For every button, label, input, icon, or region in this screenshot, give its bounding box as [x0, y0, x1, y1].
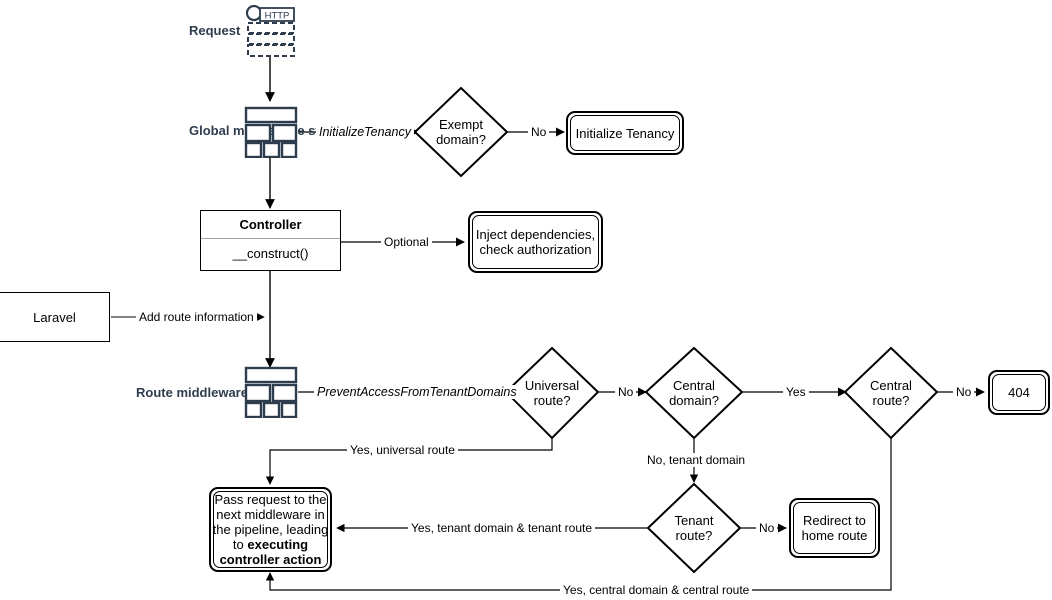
inject-dependencies-line1: Inject dependencies, — [475, 227, 596, 242]
edge-label-yes-central-domain-central-route: Yes, central domain & central route — [560, 583, 753, 597]
universal-route-line2: route? — [533, 393, 571, 408]
node-controller[interactable]: Controller __construct() — [200, 210, 341, 271]
lane-label-request: Request — [189, 23, 241, 38]
initialize-tenancy-label: Initialize Tenancy — [575, 125, 675, 141]
central-route-diamond-outline — [843, 346, 939, 440]
edge-label-tenant-route-no: No — [756, 521, 778, 535]
decision-central-route-label: Central route? — [845, 348, 937, 438]
decision-exempt-domain[interactable]: Exempt domain? — [415, 88, 507, 176]
exempt-domain-line1: Exempt — [438, 117, 484, 132]
exempt-domain-line2: domain? — [436, 132, 486, 147]
decision-exempt-domain-label: Exempt domain? — [415, 88, 507, 176]
decision-tenant-route[interactable]: Tenant route? — [648, 484, 740, 572]
tenant-route-line2: route? — [675, 528, 713, 543]
decision-central-domain[interactable]: Central domain? — [646, 348, 742, 438]
edge-label-yes-universal-route: Yes, universal route — [347, 443, 458, 457]
pass-request-line1: Pass request to the — [214, 492, 327, 507]
central-domain-line1: Central — [673, 378, 715, 393]
node-laravel[interactable]: Laravel — [0, 292, 110, 342]
edge-label-yes-tenant-domain-tenant-route: Yes, tenant domain & tenant route — [408, 521, 596, 535]
edge-label-no-tenant-domain: No, tenant domain — [644, 453, 749, 467]
node-initialize-tenancy[interactable]: Initialize Tenancy — [566, 111, 684, 155]
inject-dependencies-line2: check authorization — [479, 242, 592, 257]
decision-universal-route-label: Universal route? — [506, 348, 598, 438]
node-pass-request[interactable]: Pass request to the next middleware in t… — [209, 487, 332, 572]
tenant-route-line1: Tenant — [674, 513, 714, 528]
pass-request-line4: to executing — [213, 537, 329, 552]
redirect-home-line1: Redirect to — [803, 513, 866, 528]
edge-label-exempt-domain-no: No — [528, 125, 550, 139]
decision-central-domain-label: Central domain? — [646, 348, 742, 438]
central-domain-diamond-outline — [644, 346, 744, 440]
laravel-label: Laravel — [33, 309, 76, 325]
http-request-icon: HTTP — [245, 4, 296, 57]
edge-label-initialize-tenancy-middleware: InitializeTenancy — [316, 125, 414, 139]
central-route-line2: route? — [872, 393, 910, 408]
edge-label-central-domain-yes: Yes — [783, 385, 809, 399]
edge-label-optional: Optional — [381, 235, 432, 249]
not-found-label: 404 — [1008, 385, 1030, 400]
node-redirect-home[interactable]: Redirect to home route — [789, 498, 880, 558]
controller-title: Controller — [201, 211, 340, 239]
edge-label-universal-route-no: No — [615, 385, 637, 399]
redirect-home-line2: home route — [801, 528, 868, 543]
tenant-route-diamond-outline — [646, 482, 742, 574]
edge-label-central-route-no: No — [953, 385, 975, 399]
edge-label-add-route-information: Add route information — [136, 310, 257, 324]
node-404[interactable]: 404 — [988, 370, 1050, 415]
universal-route-diamond-outline — [504, 346, 600, 440]
exempt-domain-diamond-outline — [413, 86, 509, 178]
pass-request-line4-bold: executing — [247, 537, 309, 552]
controller-construct-method: __construct() — [232, 246, 309, 261]
decision-central-route[interactable]: Central route? — [845, 348, 937, 438]
edge-label-prevent-access-middleware: PreventAccessFromTenantDomains — [314, 385, 520, 399]
central-route-line1: Central — [870, 378, 912, 393]
decision-universal-route[interactable]: Universal route? — [506, 348, 598, 438]
decision-tenant-route-label: Tenant route? — [648, 484, 740, 572]
route-middleware-stack-icon — [244, 366, 298, 419]
pass-request-line4-prefix: to — [232, 537, 248, 552]
lane-label-route-middleware: Route middleware — [136, 385, 248, 400]
pass-request-line3: the pipeline, leading — [212, 522, 329, 537]
universal-route-line1: Universal — [524, 378, 580, 393]
middleware-stack-icon — [244, 106, 298, 159]
pass-request-line5: controller action — [219, 552, 322, 567]
pass-request-line2: next middleware in — [216, 507, 325, 522]
central-domain-line2: domain? — [669, 393, 719, 408]
http-icon-label: HTTP — [265, 11, 290, 22]
node-inject-dependencies[interactable]: Inject dependencies, check authorization — [468, 211, 603, 273]
